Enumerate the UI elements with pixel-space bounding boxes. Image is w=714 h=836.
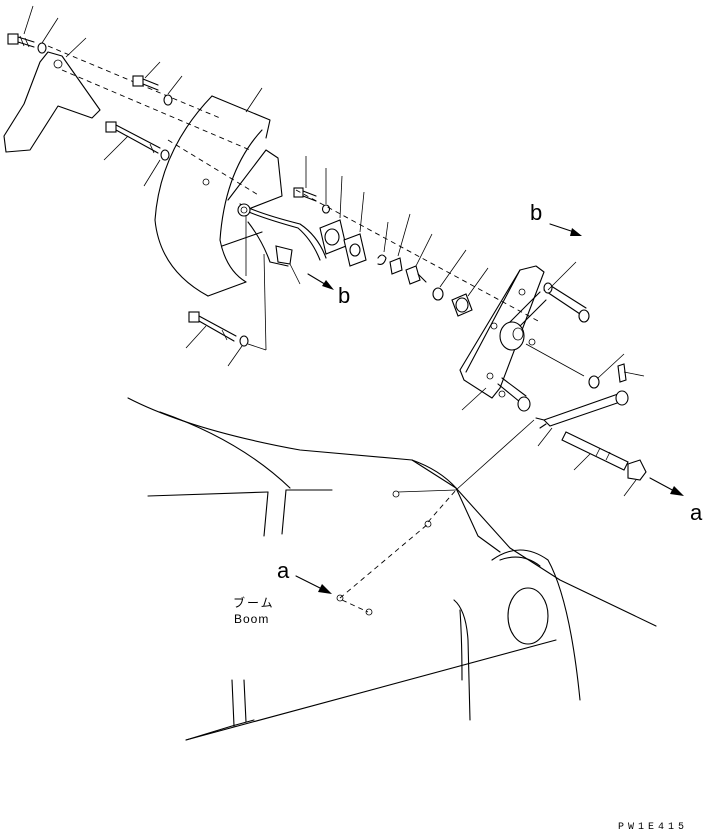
long-bolt-lower (185, 311, 267, 367)
arrow-b-upper (549, 223, 582, 236)
boom-label-english: Boom (234, 612, 270, 626)
label-a-right: a (690, 500, 703, 525)
label-b-upper: b (530, 200, 543, 225)
grease-tube (237, 203, 327, 351)
rod-guard-cover (154, 87, 283, 297)
drawing-code: PW1E415 (618, 822, 689, 833)
bolt-top-left (7, 33, 35, 48)
connector-lines (336, 419, 535, 616)
long-bolt-guard (103, 121, 170, 187)
label-b-lower: b (338, 283, 351, 308)
boom-body (127, 397, 657, 741)
washer-top-left (37, 42, 47, 54)
mounting-plate (459, 261, 590, 412)
arrow-a-right (649, 477, 684, 496)
leader-lines-top-left (23, 5, 87, 58)
center-line-bracket (47, 45, 251, 151)
boom-label-japanese: ブーム (233, 596, 275, 610)
right-side-parts (535, 353, 647, 497)
bracket-plate (3, 51, 101, 153)
label-a-left: a (277, 558, 290, 583)
center-small-parts (293, 156, 541, 323)
arrow-a-left (295, 575, 332, 594)
bolt-upper-guard (132, 61, 183, 106)
arrow-b-lower (307, 273, 334, 290)
